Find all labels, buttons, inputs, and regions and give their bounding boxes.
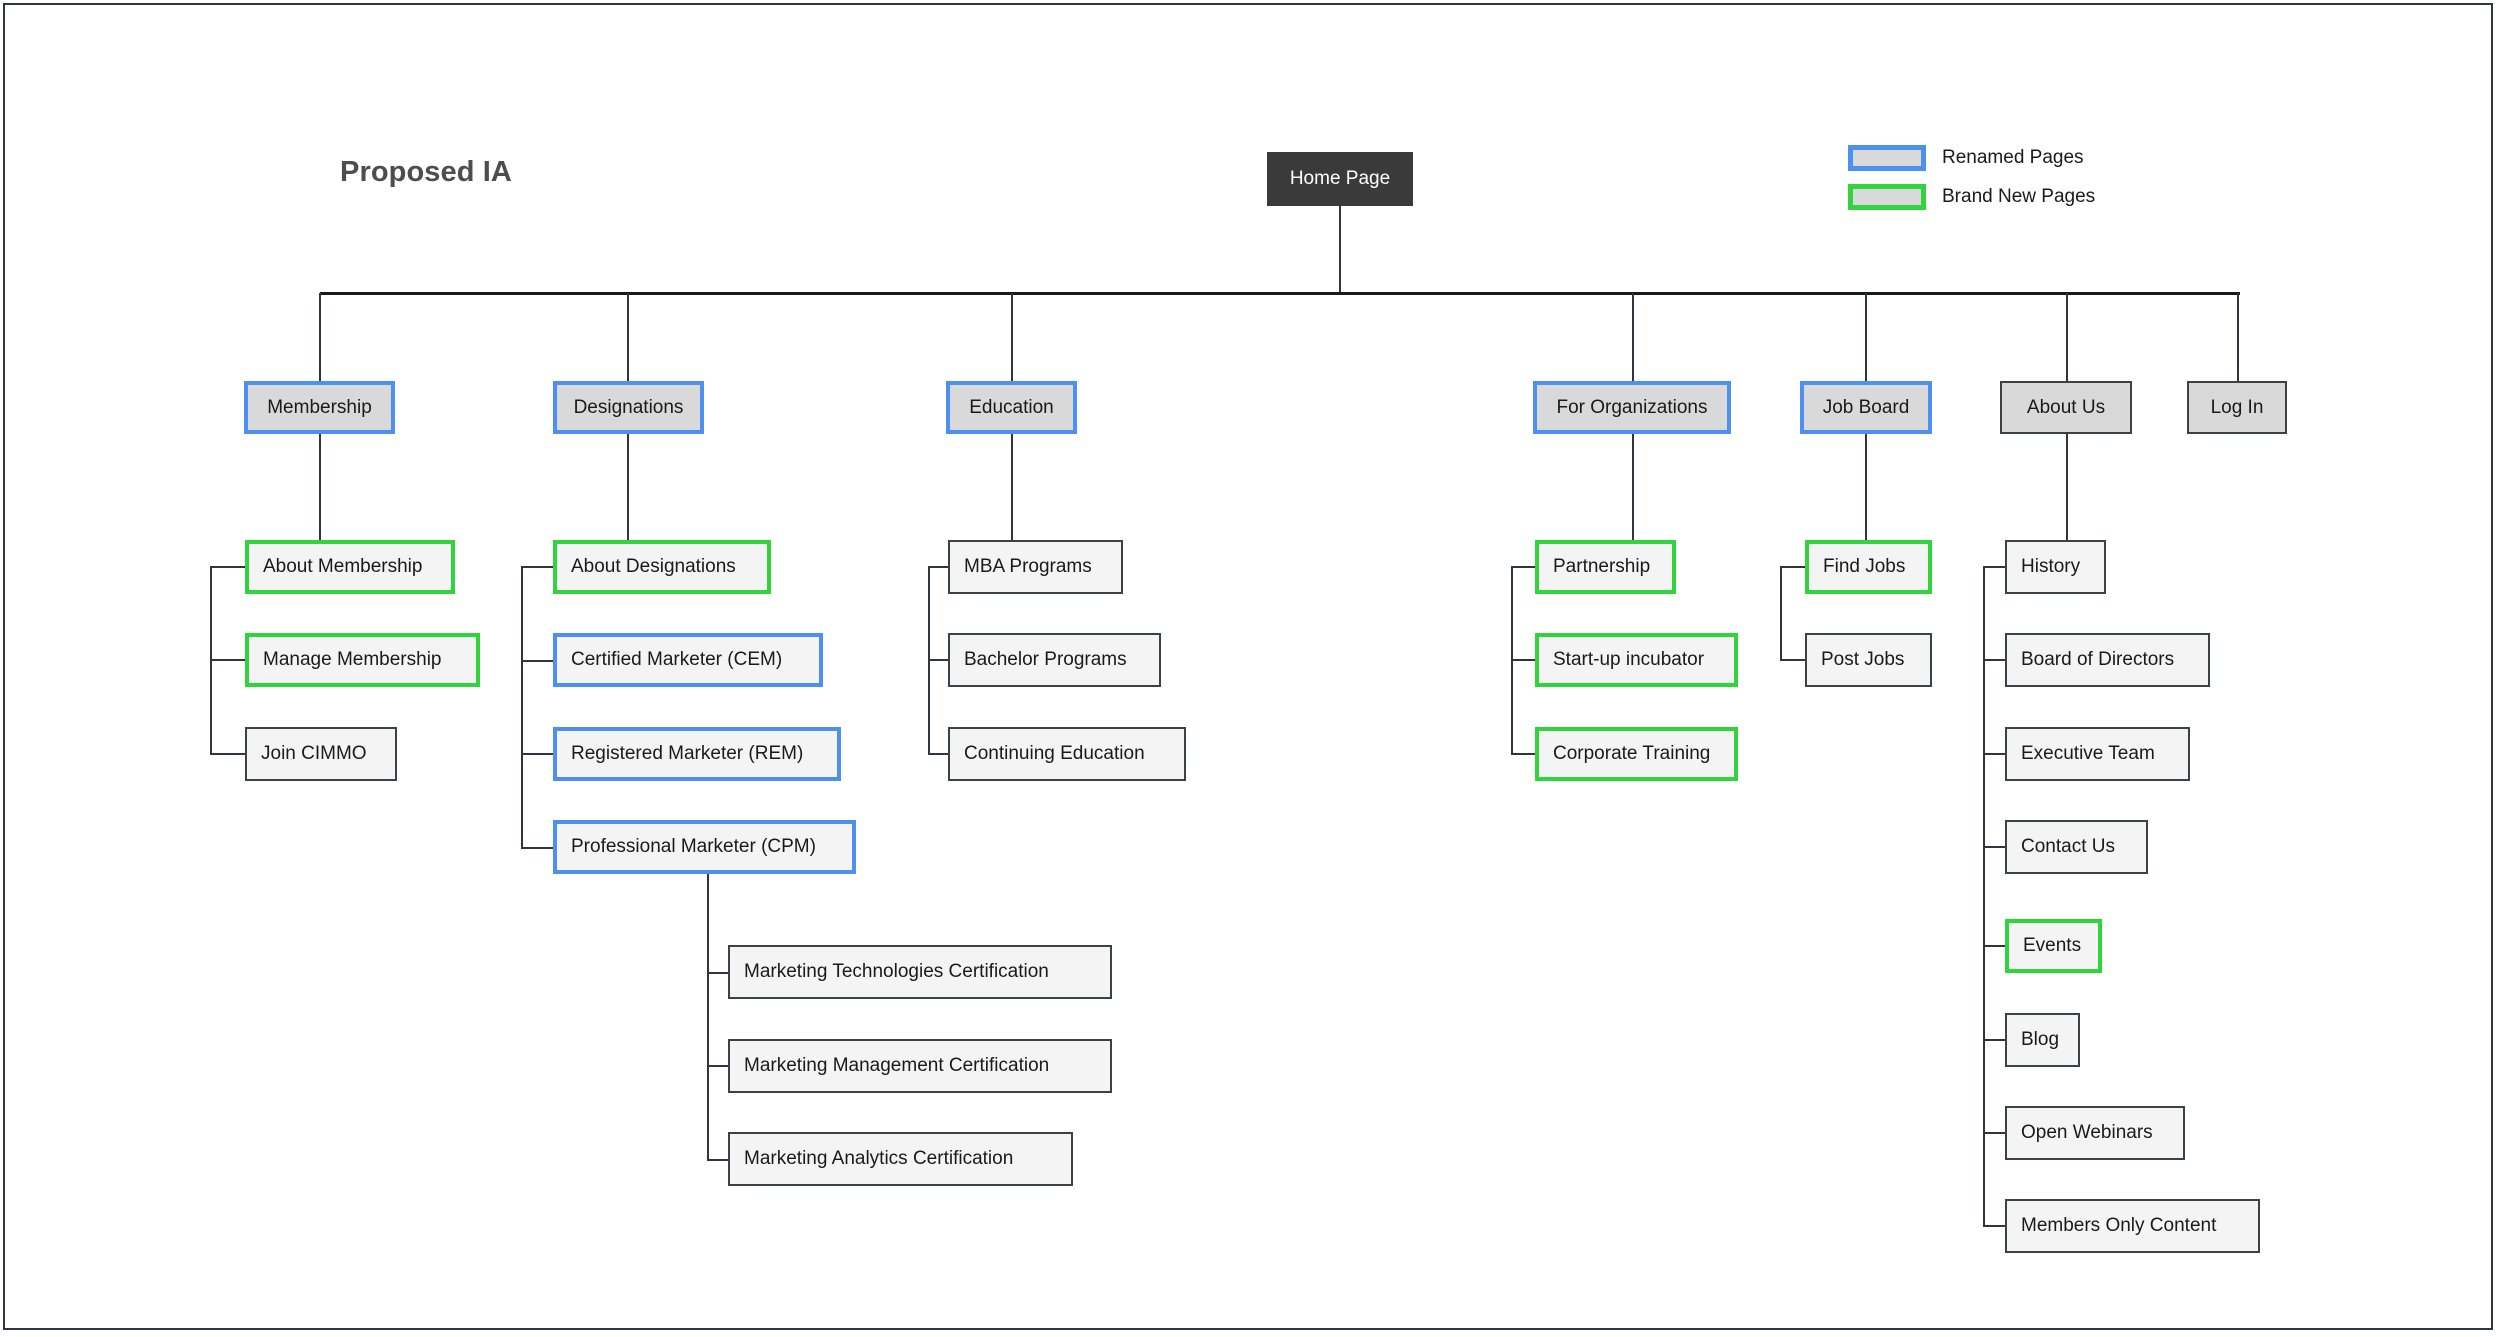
connector-about-us-spine — [1983, 566, 1985, 1226]
node-startup-incubator[interactable]: Start-up incubator — [1535, 633, 1738, 687]
legend-label-renamed: Renamed Pages — [1942, 147, 2084, 168]
node-bachelor-programs[interactable]: Bachelor Programs — [948, 633, 1161, 687]
connector-for-organizations-child-2 — [1511, 659, 1536, 661]
node-about-us[interactable]: About Us — [2000, 381, 2132, 434]
node-designations[interactable]: Designations — [553, 381, 704, 434]
connector-job-board-spine — [1780, 566, 1782, 661]
connector-about-us-stem — [2066, 434, 2068, 567]
connector-job-board-stem — [1865, 434, 1867, 567]
legend-swatch-brandnew — [1848, 184, 1926, 210]
connector-designations-spine — [521, 566, 523, 848]
connector-designations-stem — [627, 434, 629, 567]
connector-about-us-child-3 — [1983, 753, 2006, 755]
node-continuing-education[interactable]: Continuing Education — [948, 727, 1186, 781]
connector-cpm-child-1 — [707, 972, 729, 974]
node-certified-marketer-cem[interactable]: Certified Marketer (CEM) — [553, 633, 823, 687]
connector-about-us-child-2 — [1983, 659, 2006, 661]
page-title: Proposed IA — [340, 156, 512, 188]
connector-designations-child-1 — [521, 566, 554, 568]
node-job-board[interactable]: Job Board — [1800, 381, 1932, 434]
legend-label-brandnew: Brand New Pages — [1942, 186, 2096, 207]
connector-membership-child-3 — [210, 753, 246, 755]
connector-designations-child-2 — [521, 660, 554, 662]
node-marketing-technologies-certification[interactable]: Marketing Technologies Certification — [728, 945, 1112, 999]
connector-main-bus — [320, 292, 2240, 295]
node-events[interactable]: Events — [2005, 919, 2102, 973]
connector-drop-for-organizations — [1632, 293, 1634, 381]
connector-designations-child-4 — [521, 847, 554, 849]
connector-job-board-child-1 — [1780, 566, 1806, 568]
connector-membership-child-1 — [210, 566, 246, 568]
connector-for-organizations-child-3 — [1511, 753, 1536, 755]
node-blog[interactable]: Blog — [2005, 1013, 2080, 1067]
connector-about-us-child-5 — [1983, 945, 2006, 947]
node-board-of-directors[interactable]: Board of Directors — [2005, 633, 2210, 687]
node-join-cimmo[interactable]: Join CIMMO — [245, 727, 397, 781]
node-marketing-management-certification[interactable]: Marketing Management Certification — [728, 1039, 1112, 1093]
node-education[interactable]: Education — [946, 381, 1077, 434]
connector-membership-stem — [319, 434, 321, 567]
legend-item-renamed: Renamed Pages — [1848, 145, 2084, 171]
connector-education-child-3 — [928, 753, 949, 755]
connector-for-organizations-child-1 — [1511, 566, 1536, 568]
connector-about-us-child-4 — [1983, 846, 2006, 848]
node-find-jobs[interactable]: Find Jobs — [1805, 540, 1932, 594]
connector-education-child-1 — [928, 566, 949, 568]
connector-membership-child-2 — [210, 659, 246, 661]
connector-cpm-child-3 — [707, 1159, 729, 1161]
node-executive-team[interactable]: Executive Team — [2005, 727, 2190, 781]
node-for-organizations[interactable]: For Organizations — [1533, 381, 1731, 434]
connector-about-us-child-8 — [1983, 1225, 2006, 1227]
connector-drop-education — [1011, 293, 1013, 381]
connector-drop-membership — [319, 293, 321, 381]
connector-cpm-child-2 — [707, 1065, 729, 1067]
connector-root-stem — [1339, 206, 1341, 293]
node-home-page[interactable]: Home Page — [1267, 152, 1413, 206]
connector-drop-designations — [627, 293, 629, 381]
node-manage-membership[interactable]: Manage Membership — [245, 633, 480, 687]
connector-education-stem — [1011, 434, 1013, 567]
connector-drop-about-us — [2066, 293, 2068, 381]
node-about-membership[interactable]: About Membership — [245, 540, 455, 594]
connector-drop-job-board — [1865, 293, 1867, 381]
node-marketing-analytics-certification[interactable]: Marketing Analytics Certification — [728, 1132, 1073, 1186]
legend-swatch-renamed — [1848, 145, 1926, 171]
connector-about-us-child-6 — [1983, 1039, 2006, 1041]
node-registered-marketer-rem[interactable]: Registered Marketer (REM) — [553, 727, 841, 781]
connector-education-child-2 — [928, 659, 949, 661]
connector-about-us-child-1 — [1983, 566, 2006, 568]
node-history[interactable]: History — [2005, 540, 2106, 594]
connector-drop-log-in — [2237, 293, 2239, 381]
node-open-webinars[interactable]: Open Webinars — [2005, 1106, 2185, 1160]
connector-about-us-child-7 — [1983, 1132, 2006, 1134]
legend-item-brandnew: Brand New Pages — [1848, 184, 2095, 210]
node-professional-marketer-cpm[interactable]: Professional Marketer (CPM) — [553, 820, 856, 874]
node-contact-us[interactable]: Contact Us — [2005, 820, 2148, 874]
node-partnership[interactable]: Partnership — [1535, 540, 1676, 594]
node-mba-programs[interactable]: MBA Programs — [948, 540, 1123, 594]
connector-job-board-child-2 — [1780, 659, 1806, 661]
connector-cpm-stem — [707, 874, 709, 973]
node-log-in[interactable]: Log In — [2187, 381, 2287, 434]
node-corporate-training[interactable]: Corporate Training — [1535, 727, 1738, 781]
node-members-only-content[interactable]: Members Only Content — [2005, 1199, 2260, 1253]
connector-for-organizations-stem — [1632, 434, 1634, 567]
node-membership[interactable]: Membership — [244, 381, 395, 434]
connector-designations-child-3 — [521, 753, 554, 755]
node-post-jobs[interactable]: Post Jobs — [1805, 633, 1932, 687]
node-about-designations[interactable]: About Designations — [553, 540, 771, 594]
